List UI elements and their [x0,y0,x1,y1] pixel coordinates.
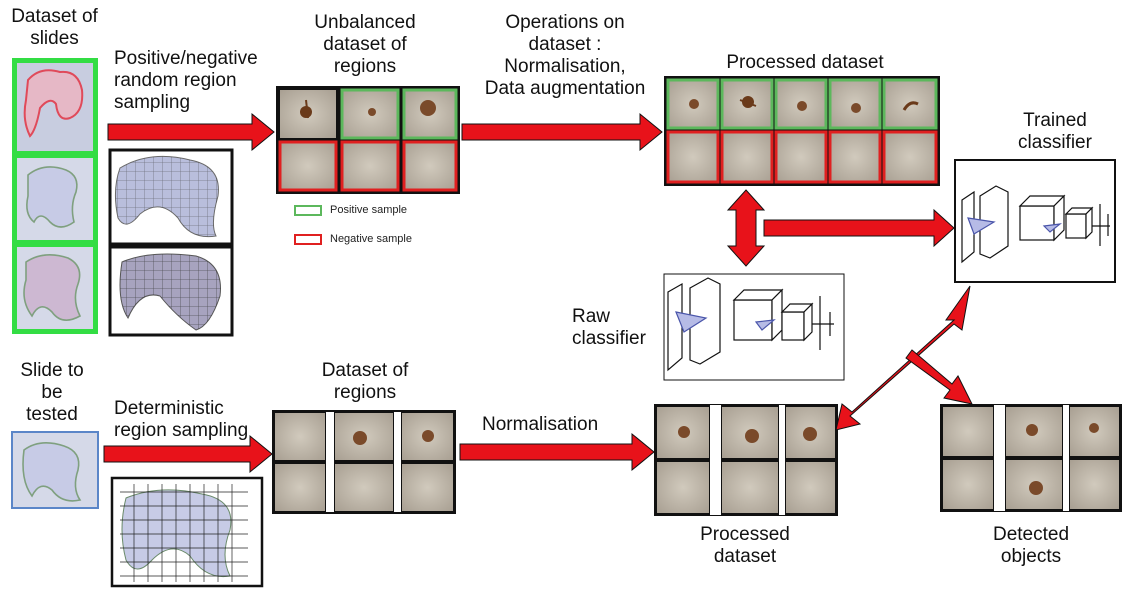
arrow-to-trained [763,208,955,248]
unbalanced-tiles [278,88,458,192]
arrow-processed-raw [726,189,766,267]
label-unbalanced-dataset: Unbalanced dataset of regions [314,12,416,77]
legend-positive-swatch [294,204,322,216]
label-dataset-of-regions: Dataset of regions [321,360,409,403]
raw-cnn-diagram [667,277,834,372]
legend-negative-swatch [294,233,322,245]
label-raw-classifier: Raw classifier [572,306,646,349]
arrow-regions-to-processed [459,432,655,472]
label-processed-dataset-top: Processed dataset [726,52,884,73]
arrow-to-detected [905,349,973,405]
label-deterministic-sampling: Determini­stic region sampling [114,398,249,441]
regions-tiles [275,412,453,512]
detected-tiles [943,405,1119,511]
label-normalisation: Normalisation [482,414,599,435]
label-processed-dataset-bottom: Processed dataset [700,524,790,567]
legend-positive: Positive sample [294,204,407,216]
trained-cnn-diagram [961,185,1110,264]
slide-1-tissue [23,69,84,138]
label-operations: Operations on dataset : Normalisation, D… [484,12,646,99]
processed-tiles-bottom [657,405,835,515]
legend-negative: Negative sample [294,233,412,245]
processed-tiles-top [666,78,938,184]
legend-negative-label: Negative sample [330,233,412,245]
label-slide-to-be-tested: Slide to be tested [20,360,84,425]
legend-positive-label: Positive sample [330,204,408,216]
label-trained-classifier: Trained classifier [1018,110,1092,153]
arrow-unbalanced-to-processed [461,112,663,152]
deterministic-grid [120,484,248,582]
label-detected-objects: Detected objects [992,524,1070,567]
slide-3-tissue [23,254,82,321]
label-dataset-of-slides: Dataset of slides [11,6,98,49]
arrow-trained-processed [835,285,971,431]
arrow-sampling-to-unbalanced [107,112,275,152]
flow-arrows [103,112,973,474]
slide-2-tissue [26,166,78,228]
arrow-deterministic-to-regions [103,434,273,474]
label-random-sampling: Positive/negative random region sampling [114,48,258,113]
